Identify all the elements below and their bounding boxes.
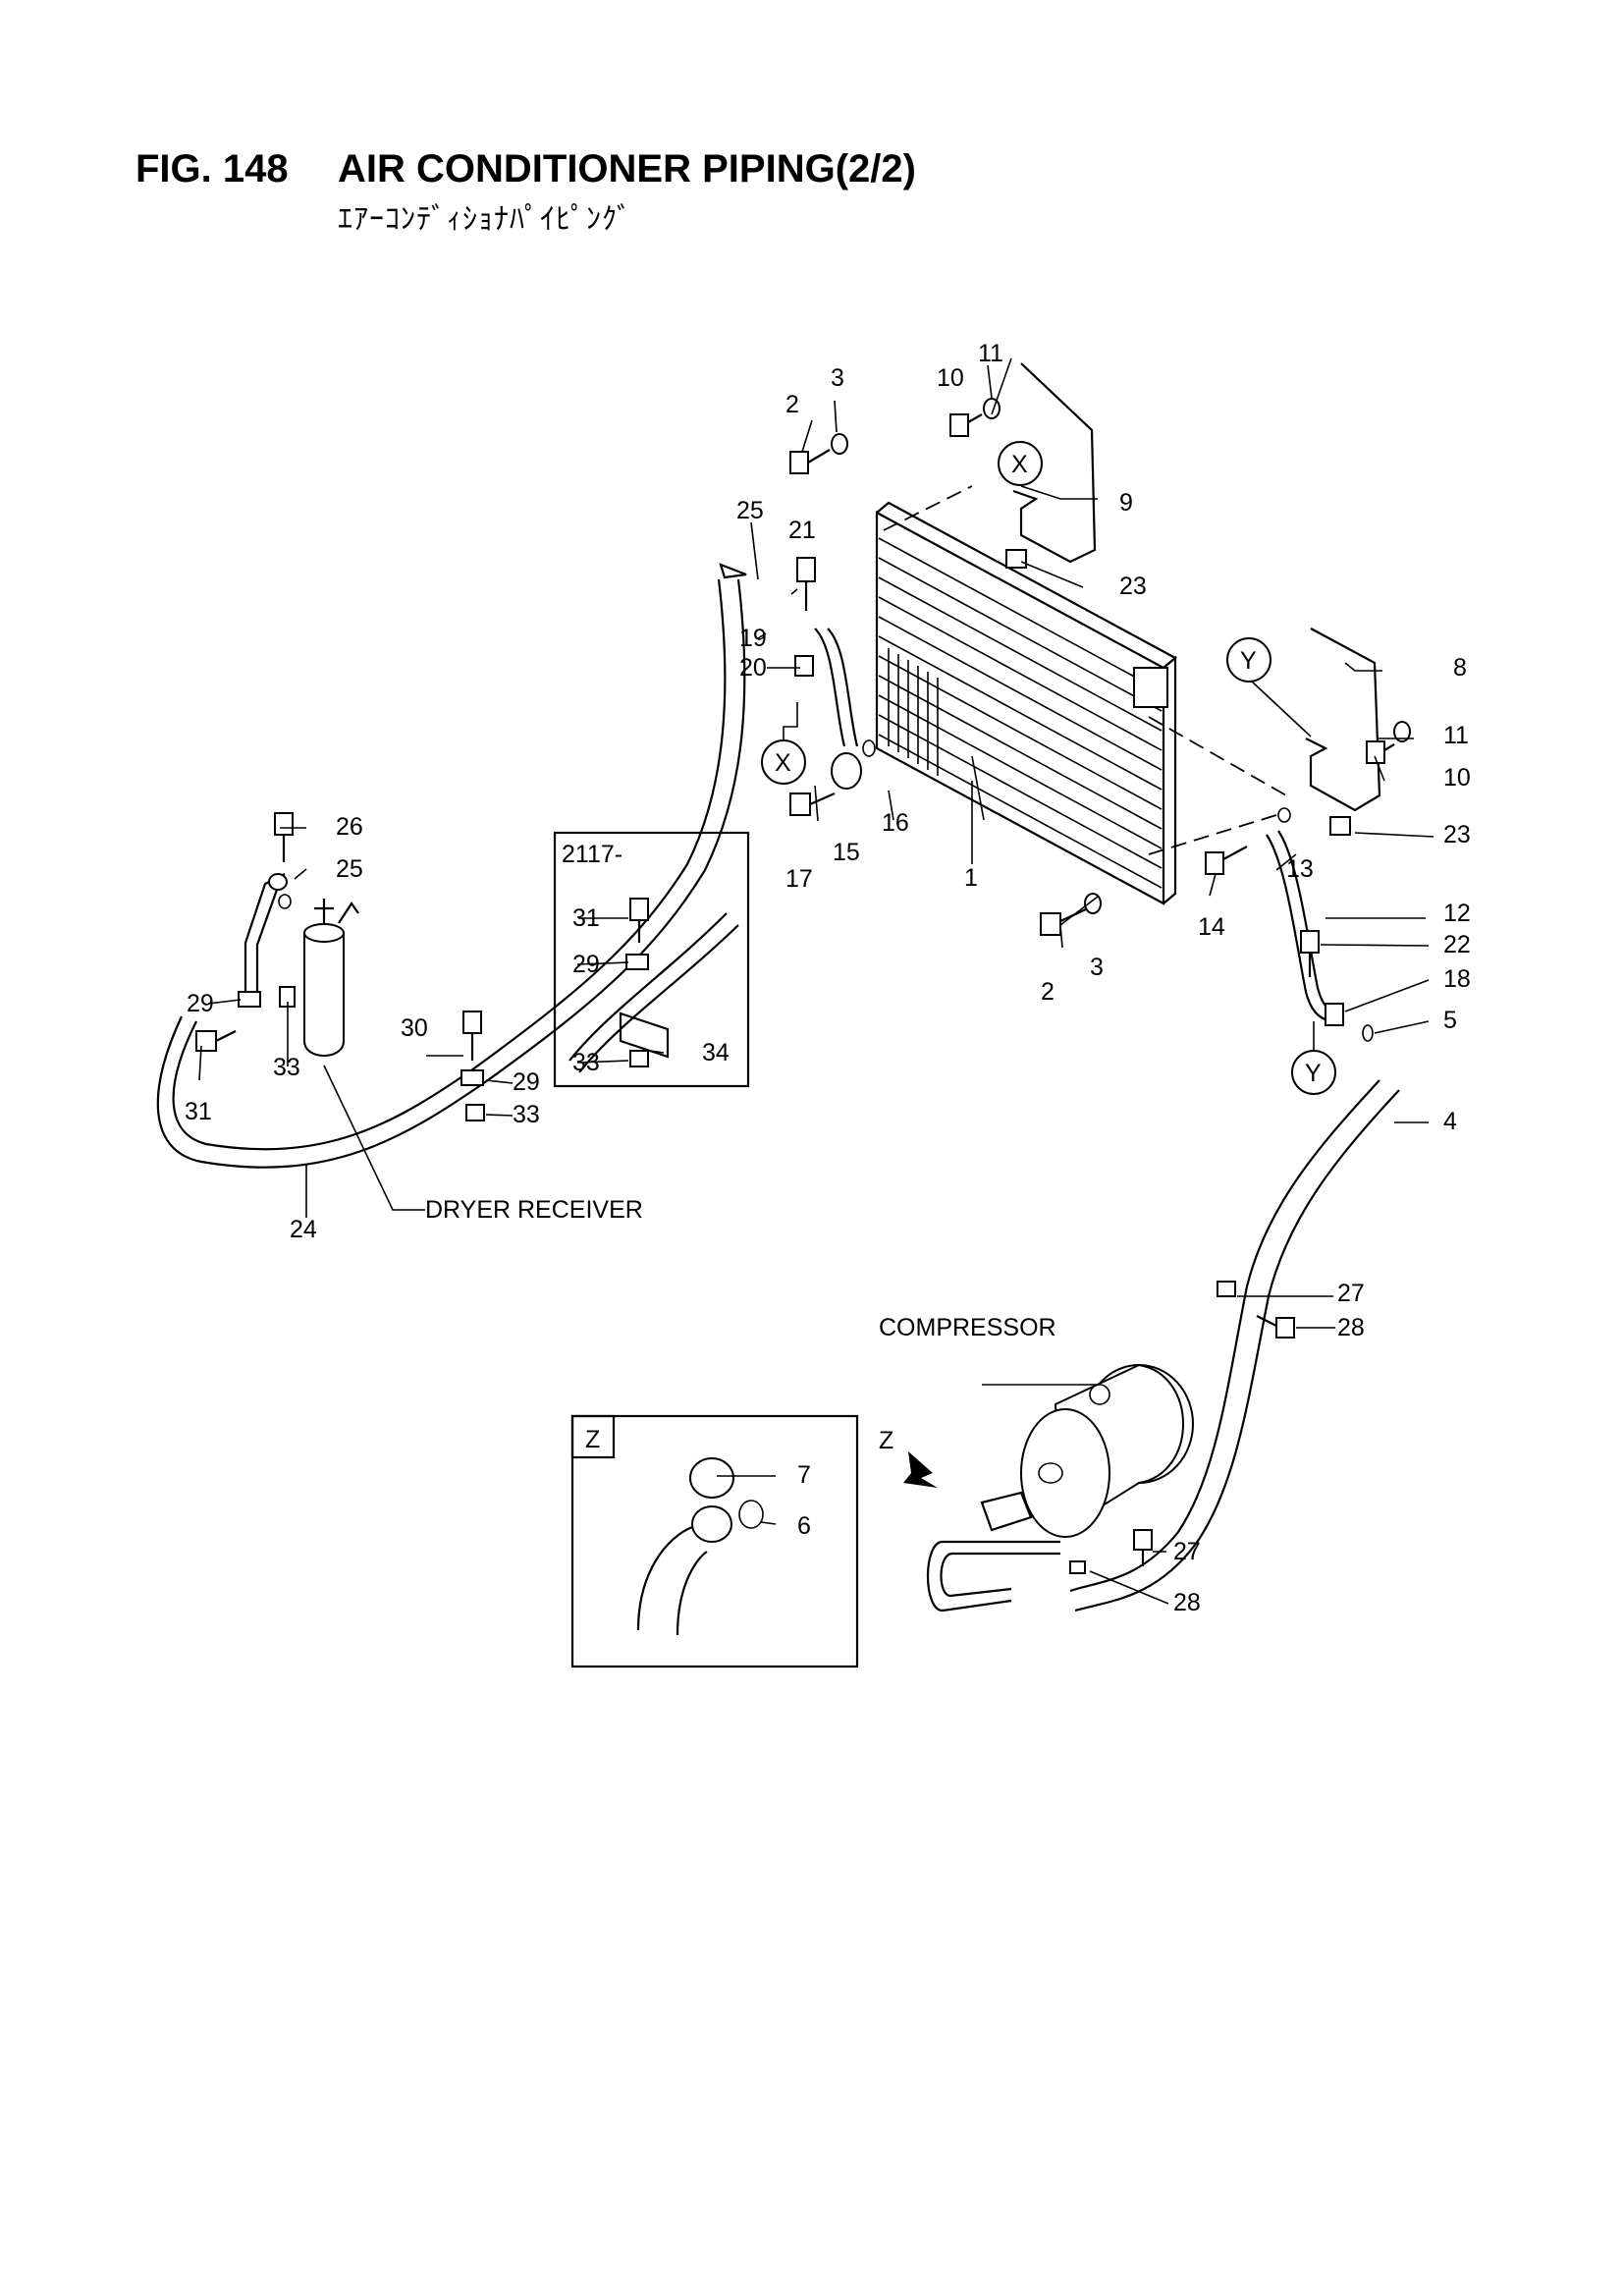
view-z-arrow [903,1451,938,1488]
callout-2: 2 [1041,978,1055,1006]
svg-text:Y: Y [1305,1060,1322,1087]
callout-23: 23 [1443,821,1471,848]
detail-z-label: Z [585,1426,600,1453]
bracket-lower [1305,628,1381,812]
detail-z-tag [570,1414,616,1459]
callout-12: 12 [1443,900,1471,927]
serial-detail-box [553,831,750,1088]
leader-lines [198,357,1434,1605]
callout-25: 25 [336,855,363,883]
svg-text:X: X [775,749,791,777]
callout-3: 3 [1090,954,1104,981]
figure-number: FIG. 148 [135,147,289,191]
callout-29: 29 [187,990,214,1017]
callout-29: 29 [572,951,600,978]
view-z-letter: Z [879,1427,893,1454]
dryer-receiver-label: DRYER RECEIVER [425,1196,643,1224]
callout-31: 31 [185,1098,212,1125]
figure-title: AIR CONDITIONER PIPING(2/2) [338,147,916,191]
callout-33: 33 [513,1101,540,1128]
svg-text:Y: Y [1240,647,1257,675]
condenser [875,501,1177,905]
callout-3: 3 [831,364,844,392]
callout-34: 34 [702,1039,730,1066]
callout-14: 14 [1198,913,1225,941]
figure-subtitle-japanese: ｴｱｰｺﾝﾃﾞｨｼｮﾅﾊﾟｲﾋﾟﾝｸﾞ [338,202,632,237]
ref-y-lower: Y [1291,1021,1336,1095]
callout-10: 10 [1443,764,1471,792]
callout-4: 4 [1443,1108,1457,1135]
callout-1: 1 [964,864,978,892]
callout-22: 22 [1443,931,1471,958]
callout-13: 13 [1286,855,1314,883]
callout-33: 33 [273,1054,300,1081]
callout-21: 21 [788,517,816,544]
callout-numbers: 2 3 10 11 9 23 8 11 10 23 13 12 22 18 5 … [185,340,1471,1616]
callout-28: 28 [1173,1589,1201,1616]
ref-x-upper: X [998,441,1043,486]
callout-28: 28 [1337,1314,1365,1341]
callout-23: 23 [1119,573,1147,600]
callout-26: 26 [336,813,363,841]
callout-24: 24 [290,1216,317,1243]
callout-10: 10 [937,364,964,392]
hardware [195,398,1411,1574]
svg-text:X: X [1011,451,1028,478]
callout-18: 18 [1443,965,1471,993]
hoses [156,563,1400,1613]
callout-27: 27 [1173,1538,1201,1565]
callout-11: 11 [978,340,1003,367]
callout-6: 6 [797,1512,811,1540]
serial-label: 2117- [562,841,622,868]
compressor-label: COMPRESSOR [879,1314,1056,1341]
callout-2: 2 [785,391,799,418]
detail-z-box [570,1414,859,1668]
callout-17: 17 [785,865,813,893]
bracket-upper [1012,362,1097,564]
callout-7: 7 [797,1461,811,1489]
callout-11: 11 [1443,722,1469,749]
callout-33: 33 [572,1049,600,1076]
callout-5: 5 [1443,1007,1457,1034]
callout-19: 19 [739,625,767,652]
callout-15: 15 [833,839,860,866]
callout-30: 30 [401,1014,428,1042]
dryer-receiver [243,873,359,1057]
callout-8: 8 [1453,654,1467,682]
compressor [980,1363,1194,1538]
callout-9: 9 [1119,489,1133,517]
callout-25: 25 [736,497,764,524]
ref-y-upper: Y [1226,637,1312,738]
callout-20: 20 [739,654,767,682]
detail-z-fitting [636,1457,764,1636]
callout-29: 29 [513,1068,540,1096]
callout-31: 31 [572,904,600,932]
callout-27: 27 [1337,1280,1365,1307]
ref-x-lower: X [761,702,806,785]
callout-16: 16 [882,809,909,837]
